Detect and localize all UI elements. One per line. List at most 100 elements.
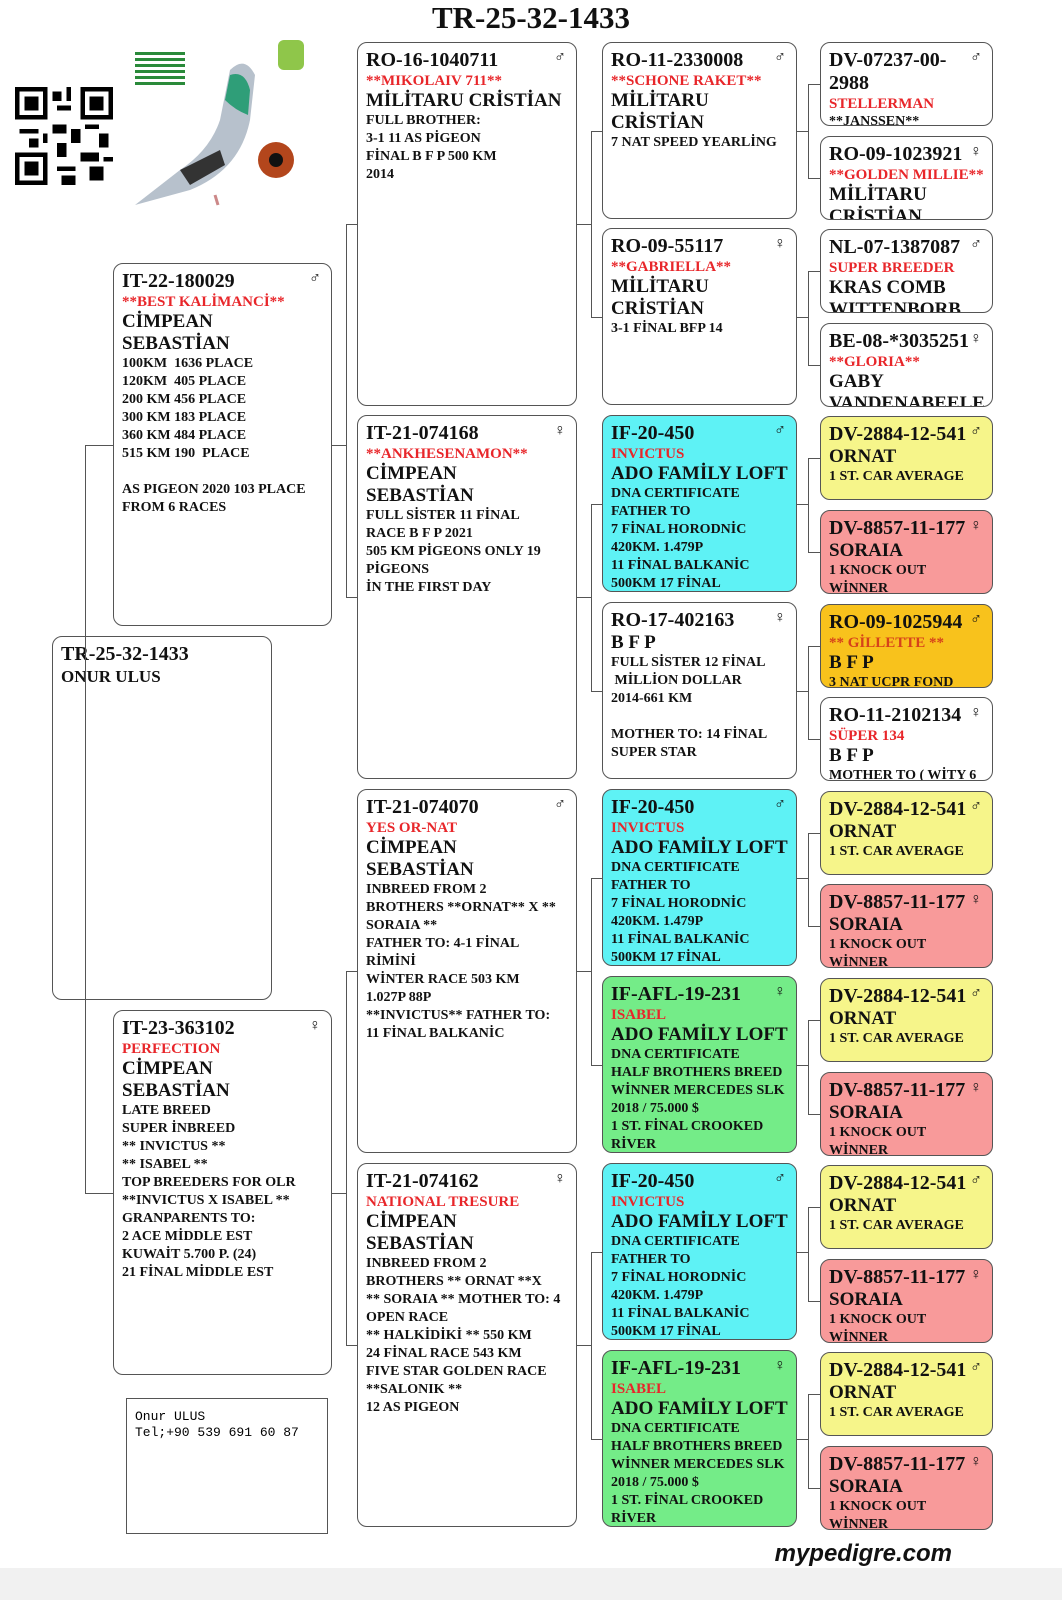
- owner-name: B F P: [829, 745, 874, 767]
- gen2-box[interactable]: RO-16-1040711♂**MIKOLAIV 711**MİLİTARU C…: [357, 42, 577, 406]
- pigeon-notes: INBREED FROM 2 BROTHERS **ORNAT** X ** S…: [366, 882, 556, 1041]
- pigeon-name: ISABEL: [611, 1007, 667, 1023]
- owner-name: MİLİTARU CRİSTİAN: [829, 183, 927, 220]
- connector-line: [808, 1207, 820, 1209]
- pigeon-name: **MIKOLAIV 711**: [366, 73, 502, 89]
- owner-name: CİMPEAN SEBASTİAN: [366, 837, 474, 880]
- pigeon-notes: DNA CERTIFICATE FATHER TO 7 FİNAL HORODN…: [611, 486, 750, 591]
- owner-name: SORAIA: [829, 540, 903, 561]
- ring-number: RO-09-55117: [611, 235, 724, 257]
- connector-line: [797, 503, 808, 505]
- connector-line: [808, 1020, 820, 1021]
- owner-name: B F P: [829, 651, 874, 673]
- male-icon: ♂: [554, 796, 566, 813]
- gen2-box[interactable]: IT-21-074168♀**ANKHESENAMON**CİMPEAN SEB…: [357, 415, 577, 779]
- connector-line: [797, 877, 808, 879]
- pigeon-notes: 3 NAT UCPR FOND: [829, 674, 954, 688]
- connector-line: [346, 971, 347, 1345]
- ring-number: DV-07237-00-2988: [829, 49, 947, 94]
- pigeon-name: PERFECTION: [122, 1041, 221, 1057]
- ring-number: DV-8857-11-177: [829, 1453, 966, 1475]
- owner-name: SORAIA: [829, 914, 903, 936]
- female-icon: ♀: [554, 1170, 566, 1187]
- pigeon-notes: 3-1 FİNAL BFP 14: [611, 321, 723, 336]
- owner-name: MİLİTARU CRİSTİAN: [366, 90, 562, 111]
- footer-brand[interactable]: mypedigre.com: [774, 1540, 952, 1567]
- pigeon-notes: INBREED FROM 2 BROTHERS ** ORNAT **X ** …: [366, 1256, 561, 1415]
- connector-line: [85, 1192, 113, 1194]
- female-icon: ♀: [970, 1453, 982, 1470]
- female-icon: ♀: [970, 1078, 982, 1096]
- connector-line: [808, 645, 809, 740]
- connector-line: [591, 1064, 602, 1066]
- owner-name: ORNAT: [829, 1382, 897, 1404]
- pigeon-notes: 1 KNOCK OUT WİNNER: [829, 563, 927, 594]
- male-icon: ♂: [774, 796, 786, 813]
- pigeon-name: **GABRIELLA**: [611, 259, 732, 275]
- male-icon: ♂: [554, 49, 566, 66]
- connector-line: [797, 1438, 808, 1440]
- male-icon: ♂: [970, 797, 982, 815]
- connector-line: [591, 130, 602, 132]
- male-icon: ♂: [970, 423, 982, 441]
- gen4-box[interactable]: DV-07237-00-2988♂STELLERMAN**JANSSEN**: [820, 42, 993, 126]
- connector-line: [808, 739, 820, 741]
- connector-line: [808, 832, 820, 834]
- connector-line: [346, 224, 347, 597]
- owner-name: ORNAT: [829, 820, 897, 842]
- male-icon: ♂: [970, 236, 982, 254]
- gen4-box[interactable]: BE-08-*3035251♀**GLORIA**GABY VANDENABEE…: [820, 322, 993, 407]
- pigeon-notes: 1 KNOCK OUT WİNNER: [829, 937, 927, 969]
- male-icon: ♂: [774, 49, 786, 66]
- connector-line: [577, 597, 591, 598]
- connector-line: [797, 316, 808, 318]
- female-icon: ♀: [774, 609, 786, 626]
- gen3-box[interactable]: RO-09-55117♀**GABRIELLA**MİLİTARU CRİSTİ…: [602, 228, 797, 405]
- connector-line: [808, 1394, 820, 1396]
- male-icon: ♂: [970, 610, 982, 628]
- female-icon: ♀: [774, 983, 786, 1000]
- male-icon: ♂: [970, 985, 982, 1002]
- connector-line: [346, 971, 357, 972]
- ring-number: RO-11-2330008: [611, 49, 744, 71]
- connector-line: [591, 130, 592, 317]
- sire-box[interactable]: IT-22-180029♂**BEST KALİMANCİ**CİMPEAN S…: [113, 263, 332, 626]
- owner-name: MİLİTARU CRİSTİAN: [611, 90, 709, 133]
- connector-line: [346, 224, 357, 225]
- owner-name: SORAIA: [829, 1288, 903, 1310]
- owner-name: ORNAT: [829, 446, 897, 468]
- female-icon: ♀: [554, 422, 566, 439]
- gen3-box[interactable]: RO-11-2330008 ♂ **SCHONE RAKET**MİLİTARU C…: [602, 42, 797, 219]
- ring-number: DV-8857-11-177: [829, 891, 966, 914]
- contact-name: Onur ULUS: [135, 1409, 206, 1424]
- pigeon-name: **SCHONE RAKET**: [611, 73, 762, 89]
- gen4-box[interactable]: RO-09-1023921♀**GOLDEN MILLIE**MİLİTARU …: [820, 135, 993, 220]
- pigeon-notes: 1 ST. CAR AVERAGE: [829, 1218, 964, 1234]
- ring-number: BE-08-*3035251: [829, 329, 969, 352]
- qr-code-icon[interactable]: [15, 82, 113, 190]
- connector-line: [808, 1394, 809, 1488]
- connector-line: [591, 877, 602, 879]
